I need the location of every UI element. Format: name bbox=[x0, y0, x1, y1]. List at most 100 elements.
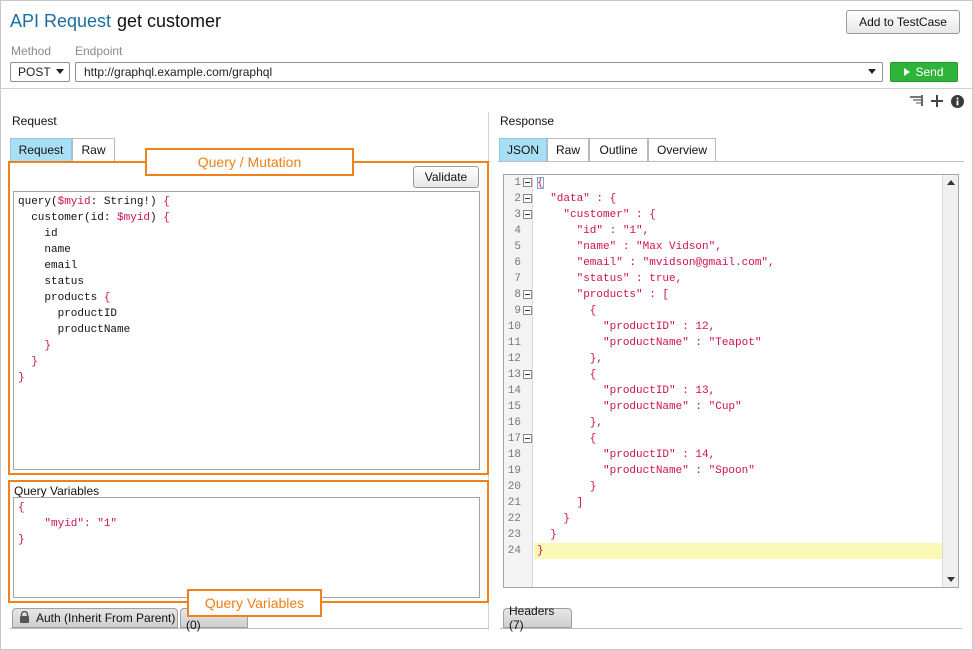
line-number: 19 bbox=[507, 465, 521, 477]
line-number: 9 bbox=[514, 305, 521, 317]
query-editor[interactable]: query($myid: String!) { customer(id: $my… bbox=[13, 191, 480, 470]
gutter-row: 13 bbox=[504, 367, 533, 383]
query-mutation-callout-label: Query / Mutation bbox=[145, 148, 354, 176]
query-variables-callout-box bbox=[8, 480, 489, 603]
fold-toggle-icon[interactable] bbox=[523, 194, 532, 203]
divider bbox=[1, 88, 972, 89]
fold-toggle-icon[interactable] bbox=[523, 290, 532, 299]
gutter-row: 16 bbox=[504, 415, 533, 431]
json-line: "id" : "1", bbox=[537, 225, 650, 237]
json-line: } bbox=[537, 513, 571, 525]
code-line: productName bbox=[18, 324, 131, 336]
current-line-highlight bbox=[534, 543, 943, 559]
gutter-row: 1 bbox=[504, 175, 533, 191]
json-line: "productName" : "Teapot" bbox=[537, 337, 762, 349]
tab-raw-response[interactable]: Raw bbox=[547, 138, 589, 161]
line-number: 3 bbox=[514, 209, 521, 221]
tab-request[interactable]: Request bbox=[10, 138, 72, 161]
send-button[interactable]: Send bbox=[890, 62, 958, 82]
line-number: 13 bbox=[507, 369, 521, 381]
tab-overview[interactable]: Overview bbox=[648, 138, 716, 161]
fold-toggle-icon[interactable] bbox=[523, 306, 532, 315]
gutter-row: 10 bbox=[504, 319, 533, 335]
tab-raw[interactable]: Raw bbox=[72, 138, 115, 161]
chevron-down-icon bbox=[56, 69, 64, 74]
json-line: { bbox=[537, 369, 597, 381]
gutter-row: 14 bbox=[504, 383, 533, 399]
line-number: 16 bbox=[507, 417, 521, 429]
plus-icon[interactable] bbox=[930, 94, 944, 108]
add-to-testcase-button[interactable]: Add to TestCase bbox=[846, 10, 960, 34]
code-line: status bbox=[18, 276, 85, 288]
format-icon[interactable] bbox=[910, 94, 924, 108]
lock-icon bbox=[19, 610, 30, 626]
json-line: "productName" : "Spoon" bbox=[537, 465, 755, 477]
code-line: { bbox=[18, 502, 25, 514]
gutter-row: 17 bbox=[504, 431, 533, 447]
gutter-row: 11 bbox=[504, 335, 533, 351]
fold-toggle-icon[interactable] bbox=[523, 370, 532, 379]
line-number: 14 bbox=[507, 385, 521, 397]
tab-json[interactable]: JSON bbox=[499, 138, 547, 161]
fold-toggle-icon[interactable] bbox=[523, 178, 532, 187]
fold-toggle-icon[interactable] bbox=[523, 434, 532, 443]
method-value: POST bbox=[18, 65, 51, 79]
code-line: id bbox=[18, 228, 58, 240]
divider bbox=[10, 628, 488, 629]
line-number: 4 bbox=[514, 225, 521, 237]
request-section-label: Request bbox=[12, 114, 57, 128]
line-number: 8 bbox=[514, 289, 521, 301]
query-mutation-callout-box bbox=[8, 161, 489, 475]
gutter-row: 5 bbox=[504, 239, 533, 255]
method-label: Method bbox=[11, 44, 52, 58]
json-line: } bbox=[537, 545, 544, 557]
json-line: "customer" : { bbox=[537, 209, 656, 221]
fold-toggle-icon[interactable] bbox=[523, 210, 532, 219]
json-line: "productID" : 13, bbox=[537, 385, 716, 397]
json-line: ] bbox=[537, 497, 584, 509]
scroll-down-arrow-icon[interactable] bbox=[947, 577, 955, 582]
code-line: } bbox=[18, 340, 52, 352]
json-line: "status" : true, bbox=[537, 273, 683, 285]
tab-outline[interactable]: Outline bbox=[589, 138, 648, 161]
gutter-row: 9 bbox=[504, 303, 533, 319]
gutter-row: 15 bbox=[504, 399, 533, 415]
code-line: name bbox=[18, 244, 71, 256]
endpoint-label: Endpoint bbox=[75, 44, 123, 58]
endpoint-value: http://graphql.example.com/graphql bbox=[84, 65, 273, 79]
line-number: 10 bbox=[507, 321, 521, 333]
gutter-row: 12 bbox=[504, 351, 533, 367]
gutter-row: 4 bbox=[504, 223, 533, 239]
code-line: "myid": "1" bbox=[18, 518, 118, 530]
endpoint-input[interactable]: http://graphql.example.com/graphql bbox=[75, 62, 883, 82]
line-number: 7 bbox=[514, 273, 521, 285]
json-line: "productID" : 12, bbox=[537, 321, 716, 333]
tab-auth-label: Auth (Inherit From Parent) bbox=[36, 611, 176, 625]
variables-editor[interactable]: { "myid": "1" } bbox=[13, 497, 480, 598]
line-number: 17 bbox=[507, 433, 521, 445]
json-line: }, bbox=[537, 417, 604, 429]
json-line: "products" : [ bbox=[537, 289, 670, 301]
info-icon[interactable] bbox=[950, 94, 964, 108]
chevron-down-icon[interactable] bbox=[868, 69, 876, 74]
validate-button[interactable]: Validate bbox=[413, 166, 479, 188]
bracket-match-marker bbox=[537, 177, 544, 189]
line-number: 15 bbox=[507, 401, 521, 413]
json-line: { bbox=[537, 433, 597, 445]
scroll-up-arrow-icon[interactable] bbox=[947, 180, 955, 185]
line-number: 24 bbox=[507, 545, 521, 557]
tab-response-headers[interactable]: Headers (7) bbox=[503, 604, 572, 632]
code-line: } bbox=[18, 356, 38, 368]
json-line: "productName" : "Cup" bbox=[537, 401, 742, 413]
vertical-scrollbar[interactable] bbox=[942, 175, 958, 587]
line-number: 1 bbox=[514, 177, 521, 189]
method-select[interactable]: POST bbox=[10, 62, 70, 82]
line-number: 6 bbox=[514, 257, 521, 269]
line-number: 5 bbox=[514, 241, 521, 253]
tab-auth[interactable]: Auth (Inherit From Parent) bbox=[12, 608, 178, 628]
line-number: 2 bbox=[514, 193, 521, 205]
code-line: query($myid: String!) { bbox=[18, 196, 170, 208]
gutter-row: 22 bbox=[504, 511, 533, 527]
